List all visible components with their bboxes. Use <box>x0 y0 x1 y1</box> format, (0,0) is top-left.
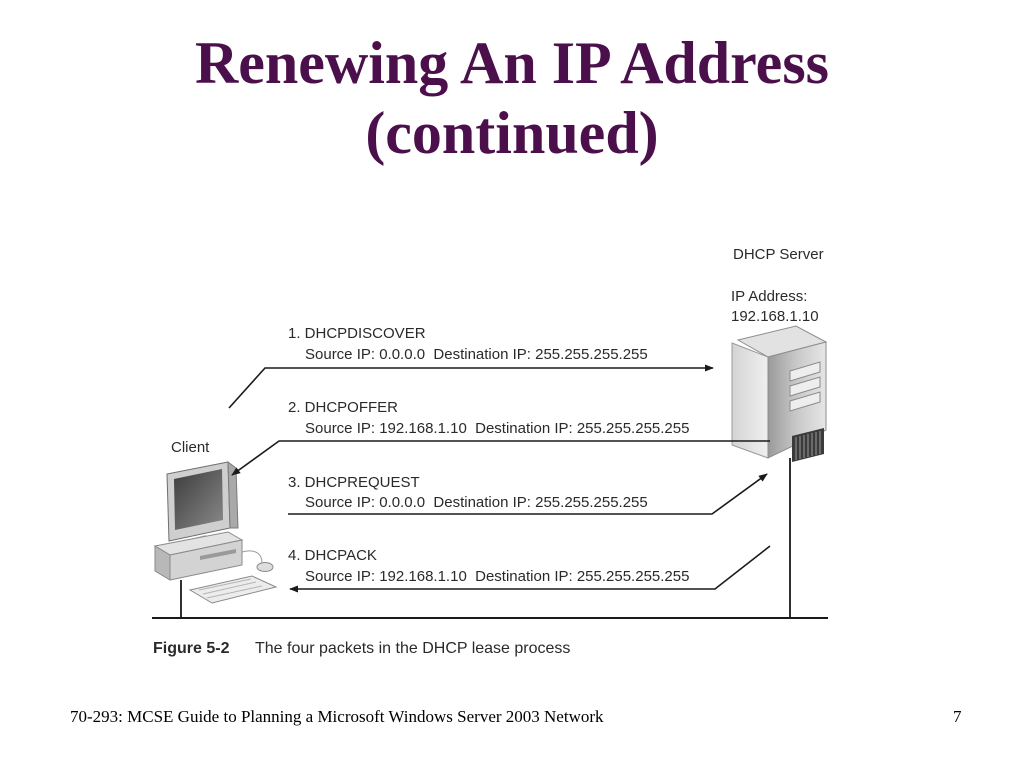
server-ip-value: 192.168.1.10 <box>731 308 819 325</box>
packet-4-name: 4. DHCPACK <box>288 547 377 564</box>
client-label: Client <box>171 439 210 456</box>
packet-3-arrow <box>288 473 768 515</box>
client-computer-icon <box>153 460 278 604</box>
packet-1-arrow <box>228 364 714 409</box>
figure-caption-number: Figure 5-2 <box>153 640 230 657</box>
title-line-2: (continued) <box>365 100 659 166</box>
figure-caption-text: The four packets in the DHCP lease proce… <box>255 640 570 657</box>
footer-course: 70-293: MCSE Guide to Planning a Microso… <box>70 707 604 726</box>
slide-title: Renewing An IP Address (continued) <box>0 28 1024 168</box>
packet-2-name: 2. DHCPOFFER <box>288 399 398 416</box>
server-label: DHCP Server <box>733 246 824 263</box>
packet-3-name: 3. DHCPREQUEST <box>288 474 420 491</box>
packet-1-detail: Source IP: 0.0.0.0 Destination IP: 255.2… <box>305 346 648 363</box>
packet-4-detail: Source IP: 192.168.1.10 Destination IP: … <box>305 568 689 585</box>
footer-page-number: 7 <box>953 707 962 726</box>
server-ip-label: IP Address: <box>731 288 807 305</box>
title-line-1: Renewing An IP Address <box>194 30 830 96</box>
packet-1-name: 1. DHCPDISCOVER <box>288 325 426 342</box>
packet-3-detail: Source IP: 0.0.0.0 Destination IP: 255.2… <box>305 494 648 511</box>
packet-4-arrow <box>289 545 771 593</box>
packet-2-arrow <box>231 440 770 476</box>
packet-2-detail: Source IP: 192.168.1.10 Destination IP: … <box>305 420 689 437</box>
server-icon <box>731 325 828 462</box>
